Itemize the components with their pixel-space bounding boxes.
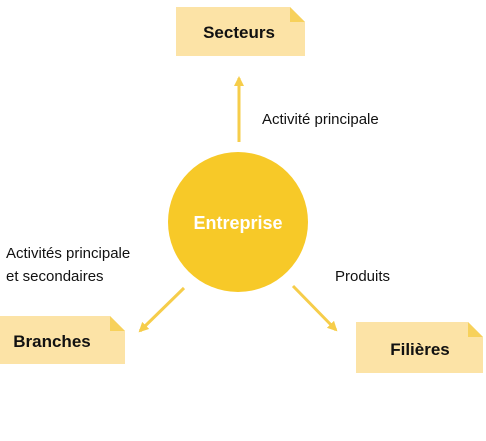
node-filieres: Filières <box>356 322 483 373</box>
note-fold <box>468 322 483 337</box>
node-label-branches: Branches <box>13 332 90 351</box>
arrow-to-filieres <box>291 284 338 332</box>
center-label: Entreprise <box>193 213 282 233</box>
node-branches: Branches <box>0 316 125 364</box>
edge-label-to-filieres: Produits <box>335 268 390 285</box>
note-fold <box>290 7 305 22</box>
edge-label-to-branches-line1: Activités principale <box>6 245 130 262</box>
edge-label-to-secteurs: Activité principale <box>262 111 379 128</box>
node-label-secteurs: Secteurs <box>203 23 275 42</box>
note-shape <box>0 316 125 364</box>
note-fold <box>110 316 125 331</box>
note-shape <box>356 322 483 373</box>
node-label-filieres: Filières <box>390 340 450 359</box>
node-secteurs: Secteurs <box>176 7 305 56</box>
note-shape <box>176 7 305 56</box>
arrow-to-branches <box>138 286 186 333</box>
edge-label-to-branches-line2: et secondaires <box>6 268 104 285</box>
center-circle <box>168 152 308 292</box>
